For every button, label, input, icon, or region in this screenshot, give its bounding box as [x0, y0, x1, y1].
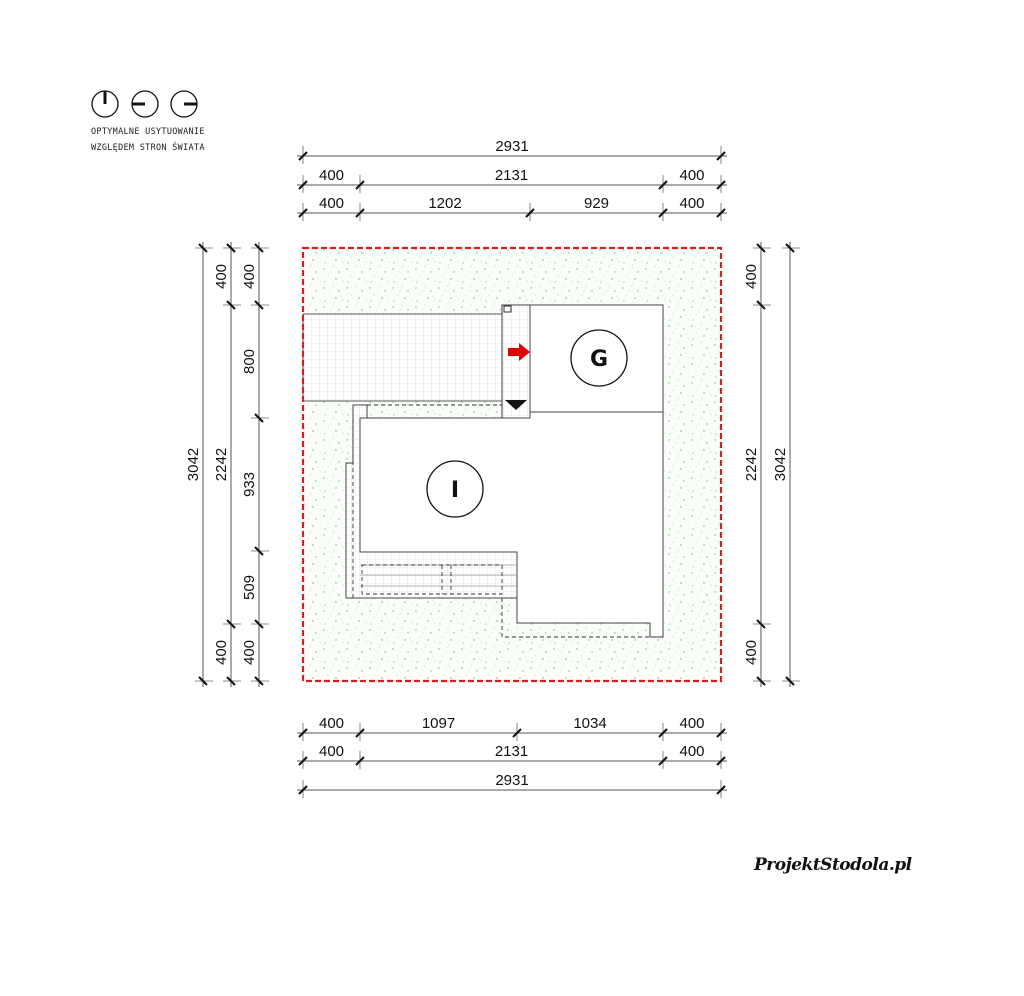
- orientation-east-icon: [170, 90, 198, 118]
- small-square-marker: [503, 305, 512, 313]
- dimension-tick: [756, 619, 766, 629]
- dimension-chain: 400 1097 1034 400: [297, 715, 727, 741]
- dimension-tick: [785, 676, 795, 686]
- dimension-label: 929: [584, 195, 609, 212]
- dimension-label: 400: [319, 743, 344, 760]
- dimension-label: 2242: [743, 448, 760, 481]
- dimension-label: 2131: [495, 167, 528, 184]
- dimension-label: 800: [241, 349, 258, 374]
- dimension-tick: [254, 619, 264, 629]
- dimension-label: 400: [241, 640, 258, 665]
- dimension-tick: [198, 676, 208, 686]
- dimension-tick: [254, 676, 264, 686]
- dimension-label: 2242: [213, 448, 230, 481]
- dimension-tick: [254, 546, 264, 556]
- dimension-tick: [226, 619, 236, 629]
- dimension-tick: [355, 180, 365, 190]
- dimension-tick: [254, 243, 264, 253]
- dimension-tick: [716, 180, 726, 190]
- dimension-label: 400: [319, 715, 344, 732]
- dimension-label: 400: [213, 264, 230, 289]
- dimension-tick: [254, 413, 264, 423]
- dimension-chain: 400 2131 400: [297, 743, 727, 769]
- garage-label-text: G: [590, 347, 608, 372]
- dimension-tick: [756, 300, 766, 310]
- dimension-tick: [756, 676, 766, 686]
- dimension-tick: [658, 180, 668, 190]
- dimension-chain: 400 2242 400: [213, 242, 241, 687]
- dimension-label: 400: [679, 743, 704, 760]
- dimension-tick: [658, 208, 668, 218]
- dimension-tick: [298, 208, 308, 218]
- entrance-arrow-icon: [508, 343, 530, 361]
- dimension-tick: [716, 756, 726, 766]
- dimension-tick: [716, 728, 726, 738]
- dimension-tick: [658, 756, 668, 766]
- dimension-chain: 400 800 933 509 400: [241, 242, 269, 687]
- dimension-tick: [298, 151, 308, 161]
- dimension-label: 400: [679, 167, 704, 184]
- dimension-chain: 3042: [185, 242, 213, 687]
- dimension-label: 2131: [495, 743, 528, 760]
- house-label-text: I: [451, 478, 459, 503]
- dimension-label: 400: [679, 195, 704, 212]
- driveway-paving: [302, 313, 504, 402]
- dimension-tick: [716, 785, 726, 795]
- dimension-tick: [716, 151, 726, 161]
- dimension-tick: [226, 300, 236, 310]
- dimension-label: 400: [743, 640, 760, 665]
- legend-line-1: OPTYMALNE USYTUOWANIE: [91, 127, 205, 137]
- dimension-tick: [298, 728, 308, 738]
- dimension-label: 400: [241, 264, 258, 289]
- dimension-label: 933: [241, 472, 258, 497]
- dimension-label: 1202: [428, 195, 461, 212]
- garage-label: G: [570, 329, 628, 387]
- dimension-label: 400: [319, 167, 344, 184]
- dimension-tick: [716, 208, 726, 218]
- orientation-north-icon: [91, 90, 119, 118]
- dimension-tick: [512, 728, 522, 738]
- dimension-chain: 3042: [772, 242, 800, 687]
- dimension-tick: [298, 180, 308, 190]
- legend-line-2: WZGLĘDEM STRON ŚWIATA: [91, 141, 205, 153]
- dimension-tick: [756, 243, 766, 253]
- dimension-label: 1097: [422, 715, 455, 732]
- dimension-tick: [298, 756, 308, 766]
- orientation-west-icon: [131, 90, 159, 118]
- dimension-tick: [298, 785, 308, 795]
- dimension-chain: 2931: [297, 772, 727, 798]
- dimension-tick: [226, 243, 236, 253]
- dimension-label: 400: [319, 195, 344, 212]
- dimension-chain: 400 2131 400: [297, 167, 727, 193]
- dimension-tick: [254, 300, 264, 310]
- dimension-tick: [198, 243, 208, 253]
- dimension-label: 2931: [495, 772, 528, 789]
- plot-boundary: [301, 246, 723, 683]
- dimension-chain: 2931: [297, 138, 727, 164]
- dimension-label: 400: [679, 715, 704, 732]
- dimension-label: 400: [213, 640, 230, 665]
- dimension-tick: [525, 208, 535, 218]
- dimension-label: 1034: [573, 715, 606, 732]
- dimension-tick: [355, 728, 365, 738]
- dimension-label: 509: [241, 575, 258, 600]
- house-label: I: [426, 460, 484, 518]
- garage-door-triangle-icon: [505, 400, 527, 410]
- dimension-tick: [658, 728, 668, 738]
- dimension-tick: [226, 676, 236, 686]
- dimension-label: 3042: [185, 448, 202, 481]
- logo: ProjektStodola.pl: [753, 855, 913, 875]
- dimension-label: 2931: [495, 138, 528, 155]
- orientation-legend: OPTYMALNE USYTUOWANIE WZGLĘDEM STRON ŚWI…: [91, 90, 205, 153]
- dimension-chain: 400 2242 400: [743, 242, 771, 687]
- dimension-tick: [355, 756, 365, 766]
- dimension-tick: [785, 243, 795, 253]
- dimension-tick: [355, 208, 365, 218]
- dimension-chain: 400 1202 929 400: [297, 195, 727, 221]
- dimension-label: 400: [743, 264, 760, 289]
- dimension-label: 3042: [772, 448, 789, 481]
